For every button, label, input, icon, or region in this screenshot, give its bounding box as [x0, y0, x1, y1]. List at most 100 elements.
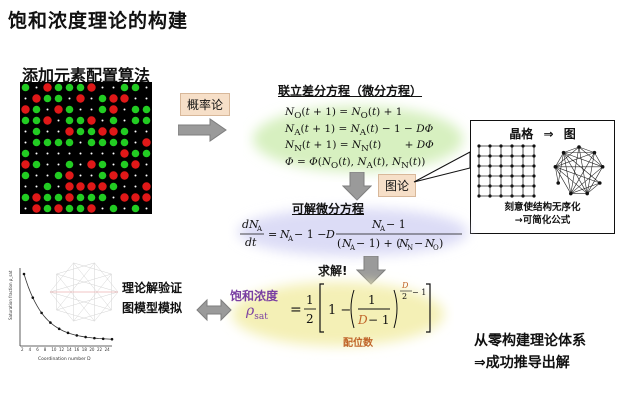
green-atom [120, 83, 129, 92]
green-atom [76, 193, 85, 202]
red-atom [98, 182, 107, 191]
graph-edge [587, 182, 600, 194]
plot-x-tick: 2 [21, 347, 24, 352]
graph-node [597, 181, 602, 185]
graph-edge [555, 146, 580, 168]
white-site [101, 152, 104, 155]
graph-edge [578, 146, 588, 194]
green-atom [65, 204, 74, 213]
red-atom [142, 138, 151, 147]
graph-edge [570, 182, 600, 194]
white-site [79, 152, 82, 155]
white-site [145, 86, 148, 89]
red-atom [87, 182, 96, 191]
green-atom [21, 116, 30, 125]
white-site [112, 86, 115, 89]
svg-text:=: = [290, 302, 302, 318]
simulation-point [40, 311, 43, 315]
green-atom [43, 182, 52, 191]
graph-edge [586, 152, 595, 194]
simulation-point [101, 337, 105, 341]
graph-edge [570, 146, 580, 194]
simulation-point [84, 335, 87, 339]
graph-edge [570, 166, 603, 194]
lattice-background [20, 82, 152, 214]
green-atom [142, 105, 151, 114]
simulation-point [66, 331, 70, 335]
white-site [24, 130, 27, 133]
red-atom [131, 160, 140, 169]
green-atom [109, 138, 118, 147]
graph-node [592, 150, 597, 155]
graph-edge [563, 152, 600, 184]
lattice-to-graph-title: 晶格 ⇒ 图 [471, 125, 614, 142]
red-atom [54, 204, 63, 213]
lattice-node [532, 144, 536, 148]
graph-node [568, 191, 573, 196]
lattice-node [499, 154, 503, 158]
lattice-node [521, 184, 525, 188]
green-atom [120, 160, 129, 169]
lattice-node [510, 144, 514, 148]
faint-graph-edge [73, 273, 112, 322]
white-site [145, 97, 148, 100]
red-atom [120, 193, 129, 202]
lattice-node [477, 144, 481, 148]
saturation-symbol: ρsat [246, 303, 268, 322]
red-atom [98, 127, 107, 136]
faint-graph-edge [49, 291, 112, 311]
callout-pointer [413, 151, 471, 183]
white-site [79, 141, 82, 144]
white-site [35, 86, 38, 89]
green-atom [109, 204, 118, 213]
green-atom [43, 193, 52, 202]
white-site [24, 185, 27, 188]
white-site [79, 174, 82, 177]
green-atom [98, 105, 107, 114]
white-site [24, 207, 27, 210]
faint-graph-edge [73, 262, 112, 275]
red-atom [65, 127, 74, 136]
white-site [112, 163, 115, 166]
white-site [90, 174, 93, 177]
white-site [101, 86, 104, 89]
verify-line-2: 图模型模拟 [122, 301, 183, 315]
faint-graph-edge [56, 273, 119, 293]
white-site [134, 174, 137, 177]
lattice-node [499, 164, 503, 168]
red-atom [43, 116, 52, 125]
svg-text:N: N [279, 228, 290, 241]
plot-x-tick: 6 [36, 347, 39, 352]
white-site [123, 119, 126, 122]
svg-text:− 1: − 1 [412, 288, 426, 297]
caption-line-1: 刻意使结构无序化 [504, 202, 581, 213]
caption-line-2: →可简化公式 [514, 215, 571, 226]
faint-graph-edge [56, 262, 95, 275]
green-atom [32, 160, 41, 169]
white-site [145, 174, 148, 177]
lattice-node [510, 164, 514, 168]
green-atom [120, 127, 129, 136]
red-atom [142, 182, 151, 191]
equation-line-3: NN(t + 1) = NN(t) + DΦ [285, 139, 434, 155]
equation-glow-2 [238, 208, 468, 256]
white-site [46, 152, 49, 155]
graph-node [600, 165, 605, 169]
svg-text:D: D [325, 228, 335, 241]
red-atom [120, 94, 129, 103]
green-atom [98, 138, 107, 147]
faint-graph-edge [49, 262, 74, 293]
lattice-image [20, 82, 152, 214]
green-atom [54, 83, 63, 92]
white-site [90, 108, 93, 111]
green-atom [21, 83, 30, 92]
saturation-label: 饱和浓度 [230, 289, 279, 303]
faint-graph-edge [49, 273, 112, 293]
svg-text:A: A [287, 235, 294, 243]
red-atom [120, 149, 129, 158]
green-atom [109, 182, 118, 191]
right-arrow-1 [178, 118, 227, 142]
svg-text:− 1 −: − 1 − [294, 228, 326, 241]
svg-text:dt: dt [245, 236, 257, 249]
svg-text:N: N [424, 237, 435, 250]
